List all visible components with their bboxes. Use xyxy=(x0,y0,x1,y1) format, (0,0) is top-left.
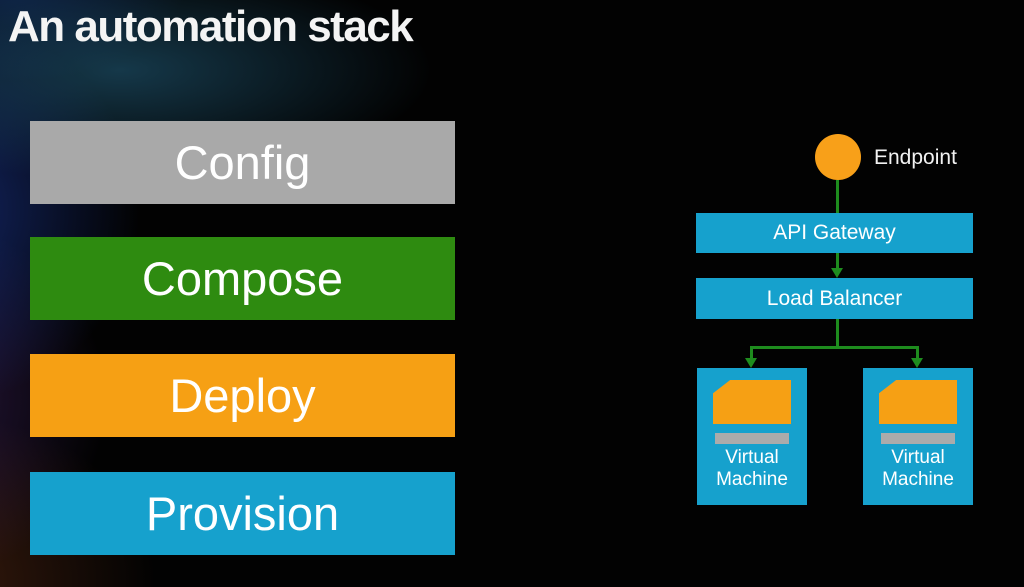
stack-item-provision: Provision xyxy=(30,472,455,555)
vm-slot-bar xyxy=(881,433,955,444)
stack-item-deploy: Deploy xyxy=(30,354,455,437)
node-load-balancer: Load Balancer xyxy=(696,278,973,319)
instance-icon xyxy=(879,380,957,424)
connector-endpoint-to-api xyxy=(836,180,839,213)
connector-split-horizontal xyxy=(751,346,919,349)
instance-icon xyxy=(713,380,791,424)
vm-box-right: Virtual Machine xyxy=(863,368,973,505)
vm-slot-bar xyxy=(715,433,789,444)
page-title: An automation stack xyxy=(8,2,414,51)
arrow-down-icon xyxy=(911,358,923,368)
endpoint-icon xyxy=(815,134,861,180)
stack-item-compose: Compose xyxy=(30,237,455,320)
connector-lb-down xyxy=(836,319,839,349)
stack-item-config: Config xyxy=(30,121,455,204)
vm-label: Virtual Machine xyxy=(716,447,788,490)
arrow-down-icon xyxy=(745,358,757,368)
vm-box-left: Virtual Machine xyxy=(697,368,807,505)
node-api-gateway: API Gateway xyxy=(696,213,973,253)
connector-branch-right xyxy=(916,346,919,359)
endpoint-label: Endpoint xyxy=(874,146,957,169)
vm-label: Virtual Machine xyxy=(882,447,954,490)
connector-api-to-lb xyxy=(836,253,839,269)
arrow-down-icon xyxy=(831,268,843,278)
connector-branch-left xyxy=(750,346,753,359)
